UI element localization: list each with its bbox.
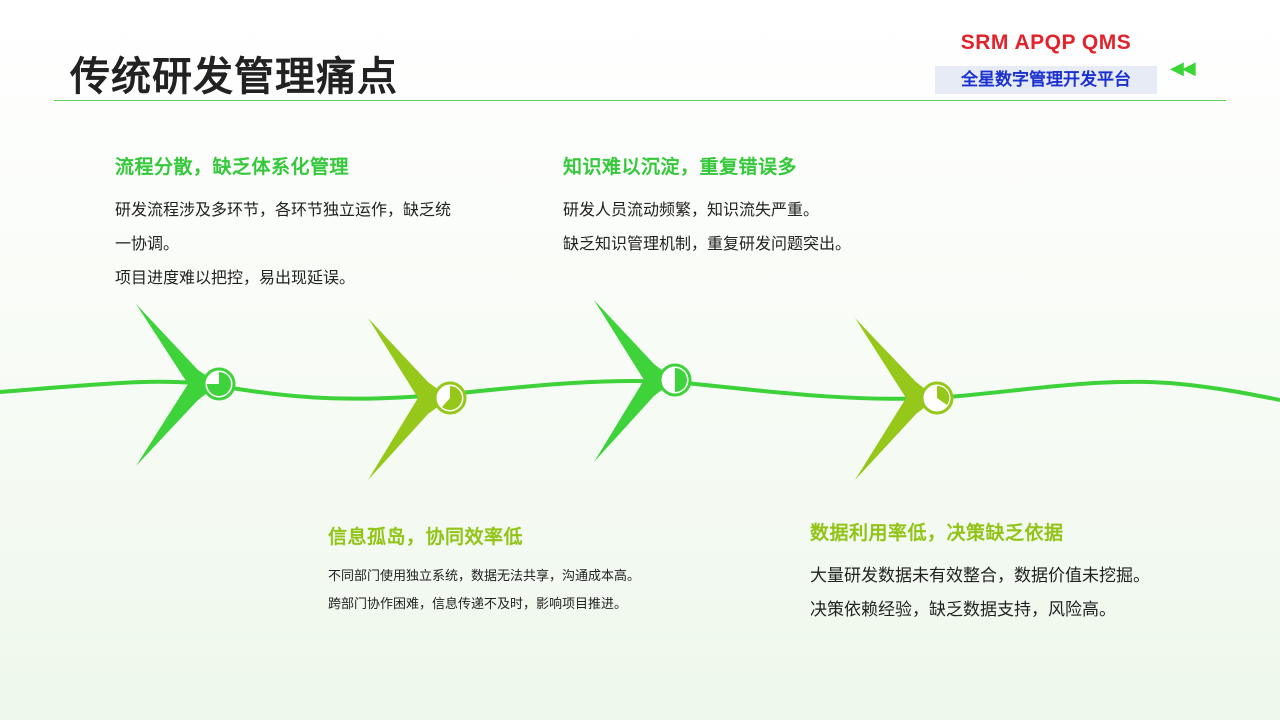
pain-point-text: 研发人员流动频繁，知识流失严重。 缺乏知识管理机制，重复研发问题突出。 bbox=[563, 193, 983, 261]
pain-point-3: 信息孤岛，协同效率低 不同部门使用独立系统，数据无法共享，沟通成本高。 跨部门协… bbox=[328, 522, 748, 619]
pain-point-heading: 流程分散，缺乏体系化管理 bbox=[115, 156, 350, 178]
pain-point-line: 一协调。 bbox=[115, 234, 180, 253]
pain-point-1: 流程分散，缺乏体系化管理 研发流程涉及多环节，各环节独立运作，缺乏统 一协调。 … bbox=[115, 152, 515, 295]
pain-point-line: 项目进度难以把控，易出现延误。 bbox=[115, 268, 356, 287]
pain-point-heading: 知识难以沉淀，重复错误多 bbox=[563, 156, 798, 178]
timeline-graphic bbox=[0, 300, 1280, 480]
pain-point-line: 大量研发数据未有效整合，数据价值未挖掘。 bbox=[810, 566, 1150, 586]
pain-point-line: 跨部门协作困难，信息传递不及时，影响项目推进。 bbox=[328, 597, 628, 612]
pain-point-line: 研发流程涉及多环节，各环节独立运作，缺乏统 bbox=[115, 200, 452, 219]
pie-fill bbox=[937, 385, 950, 405]
pie-fill bbox=[207, 372, 231, 396]
pain-point-line: 缺乏知识管理机制，重复研发问题突出。 bbox=[563, 234, 852, 253]
pain-point-text: 大量研发数据未有效整合，数据价值未挖掘。 决策依赖经验，缺乏数据支持，风险高。 bbox=[810, 559, 1230, 627]
pain-point-heading: 数据利用率低，决策缺乏依据 bbox=[810, 522, 1064, 544]
arrow-marker-2 bbox=[368, 318, 467, 480]
pain-point-2: 知识难以沉淀，重复错误多 研发人员流动频繁，知识流失严重。 缺乏知识管理机制，重… bbox=[563, 152, 983, 261]
pain-point-line: 决策依赖经验，缺乏数据支持，风险高。 bbox=[810, 600, 1116, 620]
double-left-arrow-icon: ◀◀ bbox=[1170, 58, 1196, 79]
pain-point-line: 研发人员流动频繁，知识流失严重。 bbox=[563, 200, 820, 219]
arrow-marker-1 bbox=[136, 304, 236, 466]
pie-fill bbox=[675, 368, 687, 392]
arrow-marker-3 bbox=[594, 300, 692, 462]
arrow-marker-4 bbox=[855, 318, 954, 480]
pain-point-text: 不同部门使用独立系统，数据无法共享，沟通成本高。 跨部门协作困难，信息传递不及时… bbox=[328, 563, 748, 619]
pain-point-text: 研发流程涉及多环节，各环节独立运作，缺乏统 一协调。 项目进度难以把控，易出现延… bbox=[115, 193, 515, 295]
pain-point-4: 数据利用率低，决策缺乏依据 大量研发数据未有效整合，数据价值未挖掘。 决策依赖经… bbox=[810, 518, 1230, 627]
title-divider bbox=[54, 100, 1226, 101]
arrow-head-shape bbox=[136, 304, 219, 466]
brand-platform-name: 全星数字管理开发平台 bbox=[935, 66, 1157, 94]
brand-product-names: SRM APQP QMS bbox=[960, 31, 1132, 54]
page-title: 传统研发管理痛点 bbox=[70, 54, 398, 100]
pain-point-line: 不同部门使用独立系统，数据无法共享，沟通成本高。 bbox=[328, 569, 641, 584]
brand-logo: SRM APQP QMS 全星数字管理开发平台 bbox=[935, 22, 1157, 94]
pie-fill bbox=[442, 386, 462, 410]
pain-point-heading: 信息孤岛，协同效率低 bbox=[328, 526, 524, 548]
